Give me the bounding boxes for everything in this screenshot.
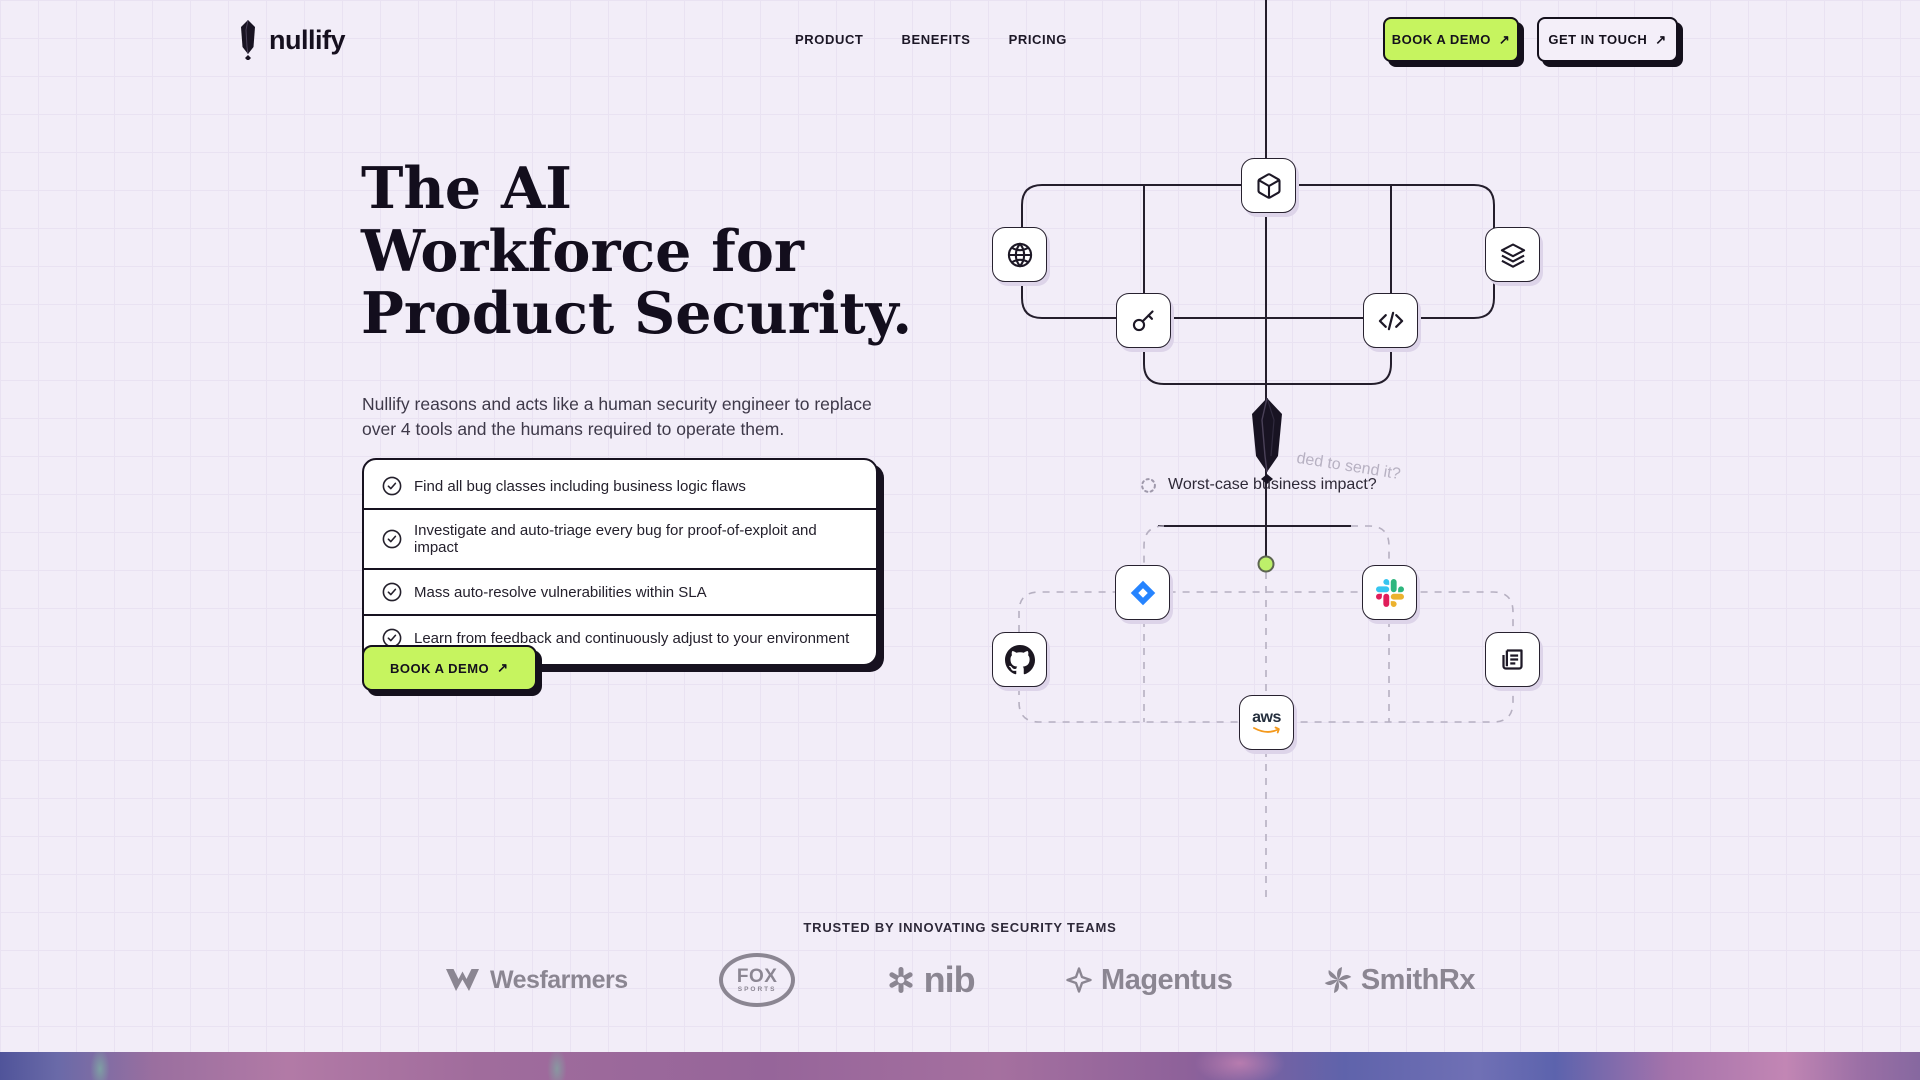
news-node: [1485, 632, 1540, 687]
magentus-logo: Magentus: [1066, 964, 1233, 997]
checklist-item: Investigate and auto-triage every bug fo…: [364, 508, 876, 568]
jira-icon: [1130, 580, 1155, 605]
check-circle-icon: [382, 582, 402, 602]
magentus-mark-icon: [1066, 967, 1092, 993]
wesfarmers-mark-icon: [446, 969, 479, 991]
get-in-touch-button[interactable]: GET IN TOUCH ↗: [1537, 17, 1678, 62]
code-icon: [1378, 311, 1403, 330]
key-node: [1116, 293, 1171, 348]
fox-sports-logo: FOX SPORTS: [719, 953, 796, 1007]
status-text: Worst-case business impact?: [1168, 476, 1377, 493]
jira-node: [1115, 565, 1170, 620]
trusted-heading: TRUSTED BY INNOVATING SECURITY TEAMS: [803, 920, 1117, 935]
aws-node: aws: [1239, 695, 1294, 750]
nib-mark-icon: [889, 967, 913, 993]
book-a-demo-button-nav[interactable]: BOOK A DEMO ↗: [1383, 17, 1519, 62]
key-icon: [1132, 310, 1154, 332]
news-icon: [1502, 649, 1523, 670]
nullify-logo[interactable]: nullify: [236, 20, 346, 60]
nav-link-pricing[interactable]: PRICING: [1008, 32, 1067, 47]
aws-icon: aws: [1252, 710, 1282, 735]
book-a-demo-button-hero[interactable]: BOOK A DEMO ↗: [362, 645, 537, 691]
checklist-item: Learn from feedback and continuously adj…: [364, 614, 876, 660]
package-icon: [1256, 172, 1281, 199]
nav-link-product[interactable]: PRODUCT: [795, 32, 864, 47]
code-node: [1363, 293, 1418, 348]
nib-logo: nib: [887, 959, 976, 1001]
check-circle-icon: [382, 529, 402, 549]
arrow-up-right-icon: ↗: [1655, 31, 1667, 47]
package-node: [1241, 158, 1296, 213]
arrow-up-right-icon: ↗: [497, 660, 509, 675]
globe-icon: [1007, 241, 1032, 268]
layers-icon: [1500, 242, 1525, 268]
nav-link-benefits[interactable]: BENEFITS: [901, 32, 971, 47]
feature-checklist-card: Find all bug classes including business …: [362, 458, 878, 666]
arrow-up-right-icon: ↗: [1498, 31, 1511, 47]
nullify-crystal-icon: [1252, 398, 1282, 484]
slack-icon: [1375, 578, 1404, 607]
smithrx-mark-icon: [1324, 967, 1352, 993]
globe-node: [992, 227, 1047, 282]
status-row: Worst-case business impact?: [1140, 476, 1377, 494]
slack-node: [1362, 565, 1417, 620]
layers-node: [1485, 227, 1540, 282]
github-node: [992, 632, 1047, 687]
crystal-logo-icon: [241, 20, 255, 60]
spinner-icon: [1141, 477, 1156, 493]
logo-wordmark: nullify: [269, 24, 346, 55]
checklist-item: Find all bug classes including business …: [364, 464, 876, 508]
page-title: The AI Workforce for Product Security.: [361, 155, 913, 348]
nav-links: PRODUCT BENEFITS PRICING: [795, 32, 1067, 47]
github-icon: [1004, 644, 1035, 674]
checklist-item: Mass auto-resolve vulnerabilities within…: [364, 568, 876, 614]
wesfarmers-logo: Wesfarmers: [445, 966, 628, 995]
bottom-gradient-strip: [0, 1052, 1920, 1080]
trusted-logo-row: Wesfarmers FOX SPORTS nib Magentus Smith…: [445, 948, 1475, 1012]
hero-subtitle: Nullify reasons and acts like a human se…: [362, 394, 872, 439]
check-circle-icon: [382, 476, 402, 496]
smithrx-logo: SmithRx: [1324, 964, 1475, 997]
pulse-dot: [1257, 555, 1275, 573]
